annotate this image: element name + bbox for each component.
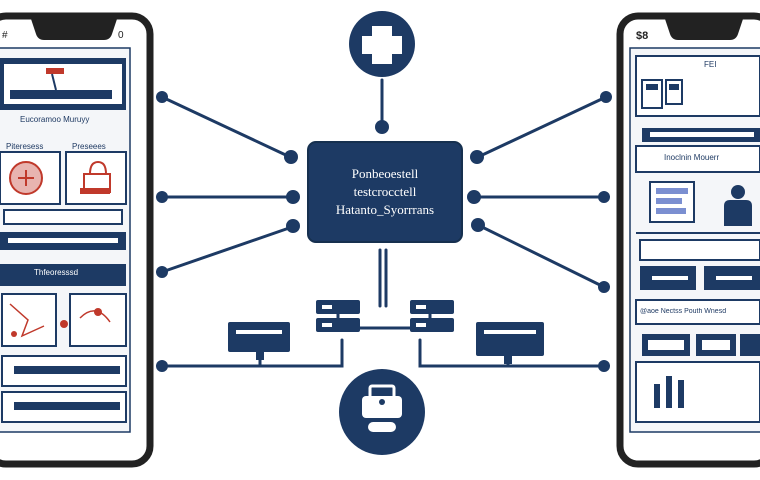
right-phone [616,12,760,468]
left-status-left: # [2,30,8,41]
medical-cross-icon [349,11,415,77]
left-phone [0,12,154,468]
right-banner [635,145,760,173]
central-hub-box [307,141,463,243]
hub-line-3: Hatanto_Syorrrans [335,202,435,217]
right-banner-label: Inoclnin Mouerr [664,153,720,162]
left-banner-label: Eucoramoo Muruyy [20,115,90,124]
central-hub-label: Ponbeoestell testcrocctell Hatanto_Syorr… [310,146,460,238]
hub-line-2: testcrocctell [353,184,417,199]
left-card-label-right: Preseees [72,142,106,151]
right-section-label: @aoe Nectss Pouth Wnesd [640,308,727,315]
monitor-right [476,322,544,364]
right-status-left: $8 [636,30,649,42]
right-phone-notch [664,16,744,40]
left-section-header [0,264,126,286]
device-icon [339,369,425,455]
left-card-b [65,151,127,205]
left-phone-notch [30,16,118,40]
monitor-left [228,322,290,360]
left-map-b [69,293,127,347]
server-right [410,300,454,332]
person-icon [724,185,752,226]
left-status-right: 0 [118,30,124,41]
server-left [316,300,360,332]
left-section-header-label: Thfeoresssd [34,268,79,277]
hub-line-1: Ponbeoestell [351,166,419,181]
right-top-label: FEI [704,60,717,69]
left-card-label-left: Piteresess [6,142,44,151]
right-section [635,299,760,325]
connector-nodes [156,91,612,372]
left-map-a [1,293,57,347]
